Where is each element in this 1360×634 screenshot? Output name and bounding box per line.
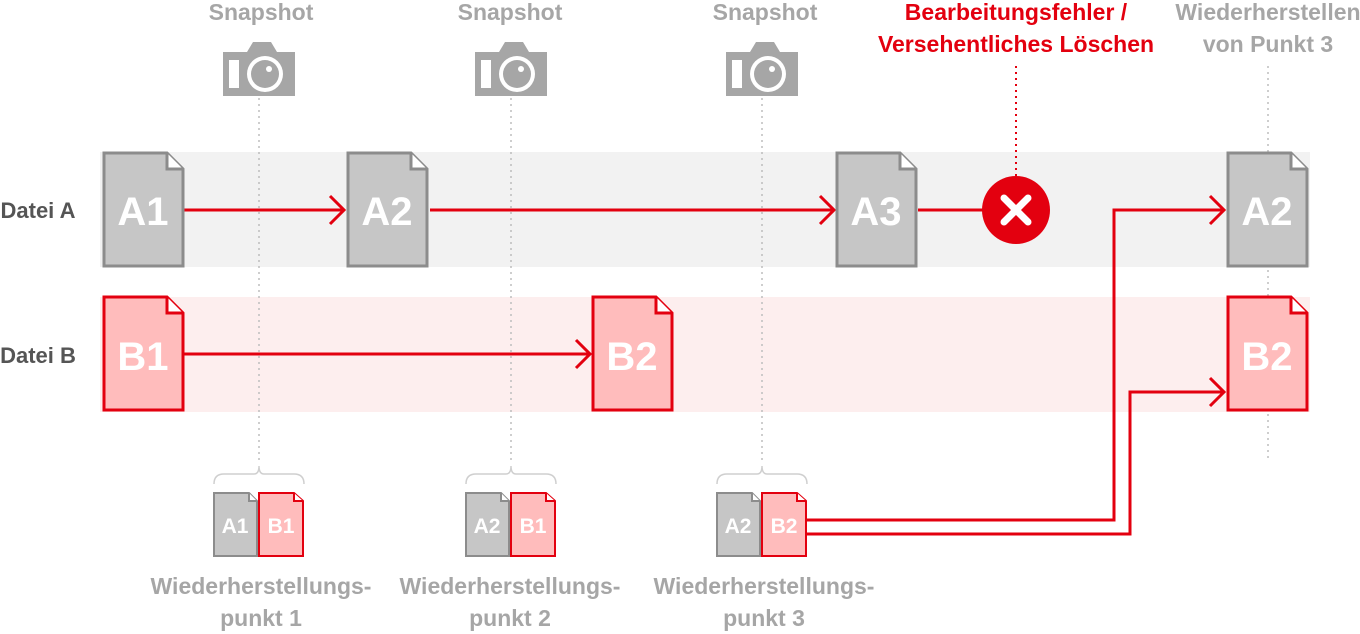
error-label-line1: Bearbeitungsfehler /	[905, 0, 1128, 25]
mini-file-b1: B1	[510, 492, 556, 557]
svg-text:A2: A2	[1241, 190, 1292, 234]
camera-icon	[475, 42, 547, 96]
camera-icon	[726, 42, 798, 96]
restore-label-line1: Wiederherstellen	[1175, 0, 1360, 25]
restore-point-3-line1: Wiederherstellungs-	[654, 573, 875, 599]
svg-text:B2: B2	[1241, 335, 1292, 379]
row-label-a: Datei A	[1, 198, 76, 223]
file-doc-a3: A3	[835, 151, 918, 268]
svg-text:B1: B1	[117, 335, 168, 379]
mini-file-b1: B1	[258, 492, 304, 557]
file-doc-a2: A2	[346, 151, 429, 268]
restore-point-3-line2: punkt 3	[723, 605, 805, 631]
camera-icon	[223, 42, 295, 96]
svg-text:A2: A2	[361, 190, 412, 234]
svg-text:B2: B2	[771, 515, 798, 538]
mini-file-b2: B2	[761, 492, 807, 557]
snapshot-label-2: Snapshot	[458, 0, 563, 25]
restore-point-2: A2 B1	[465, 492, 556, 557]
restore-label-line2: von Punkt 3	[1203, 31, 1333, 57]
flow-arrows	[184, 194, 1227, 536]
restore-point-2-line2: punkt 2	[469, 605, 551, 631]
restore-point-1-line2: punkt 1	[220, 605, 302, 631]
mini-file-a1: A1	[213, 492, 258, 557]
svg-text:B2: B2	[606, 335, 657, 379]
snapshot-label-1: Snapshot	[209, 0, 314, 25]
restore-point-3: A2 B2	[716, 492, 807, 557]
file-doc-a2-restored: A2	[1226, 151, 1309, 268]
svg-text:A2: A2	[725, 515, 752, 538]
svg-text:B1: B1	[268, 515, 295, 538]
file-doc-b2-restored: B2	[1226, 295, 1309, 412]
snapshot-label-3: Snapshot	[713, 0, 818, 25]
file-doc-b1: B1	[102, 295, 185, 412]
svg-text:A1: A1	[222, 515, 249, 538]
mini-file-a2: A2	[716, 492, 761, 557]
restore-point-1-line1: Wiederherstellungs-	[151, 573, 372, 599]
svg-text:B1: B1	[520, 515, 547, 538]
file-doc-a1: A1	[102, 151, 185, 268]
restore-point-1: A1 B1	[213, 492, 304, 557]
svg-text:A2: A2	[474, 515, 501, 538]
mini-file-a2: A2	[465, 492, 510, 557]
restore-point-2-line1: Wiederherstellungs-	[400, 573, 621, 599]
error-label-line2: Versehentliches Löschen	[878, 31, 1154, 57]
svg-text:A3: A3	[850, 190, 901, 234]
file-doc-b2: B2	[591, 295, 674, 412]
error-x-icon	[982, 176, 1050, 244]
braces	[213, 465, 808, 485]
svg-text:A1: A1	[117, 190, 168, 234]
row-label-b: Datei B	[0, 343, 76, 368]
